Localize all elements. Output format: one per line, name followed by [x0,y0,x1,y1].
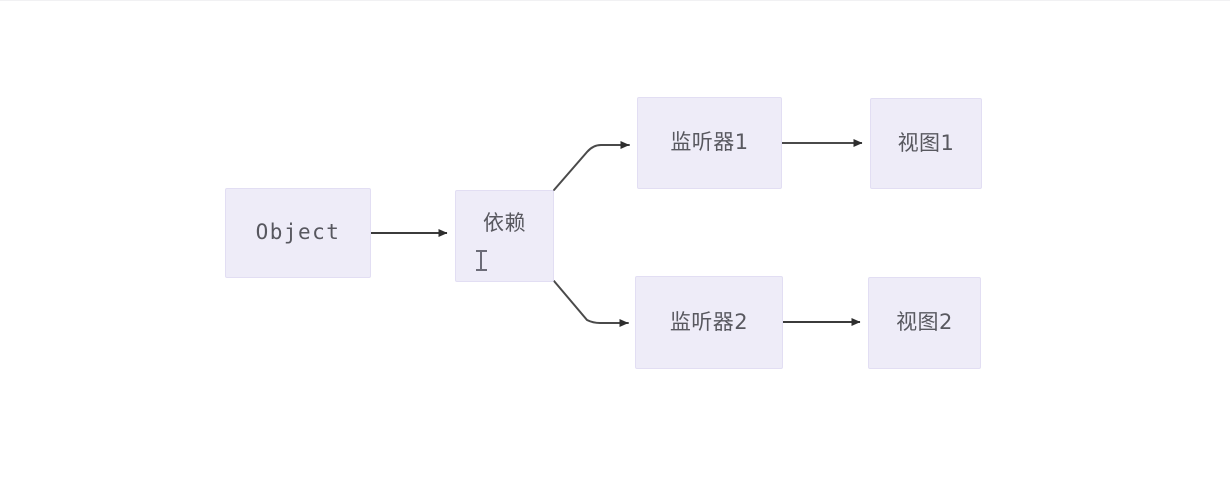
text-cursor-stem [480,252,482,269]
top-divider [0,0,1230,1]
node-view1[interactable]: 视图1 [870,98,982,189]
node-view1-label: 视图1 [897,130,955,155]
node-depend-label: 依赖 [483,211,526,235]
node-depend[interactable]: 依赖 [455,190,554,282]
edge-depend-to-listener2 [553,280,629,327]
node-view2[interactable]: 视图2 [868,277,981,369]
node-listener1[interactable]: 监听器1 [637,97,782,189]
node-object-label: Object [255,220,341,245]
node-listener2-label: 监听器2 [669,309,749,334]
edge-depend-to-listener1 [553,141,630,191]
node-listener2[interactable]: 监听器2 [635,276,783,369]
node-view2-label: 视图2 [896,310,953,335]
node-object[interactable]: Object [225,188,371,278]
text-cursor-top-serif [476,250,487,252]
node-listener1-label: 监听器1 [670,130,749,155]
text-cursor-icon [476,250,487,271]
text-cursor-bottom-serif [476,269,487,271]
